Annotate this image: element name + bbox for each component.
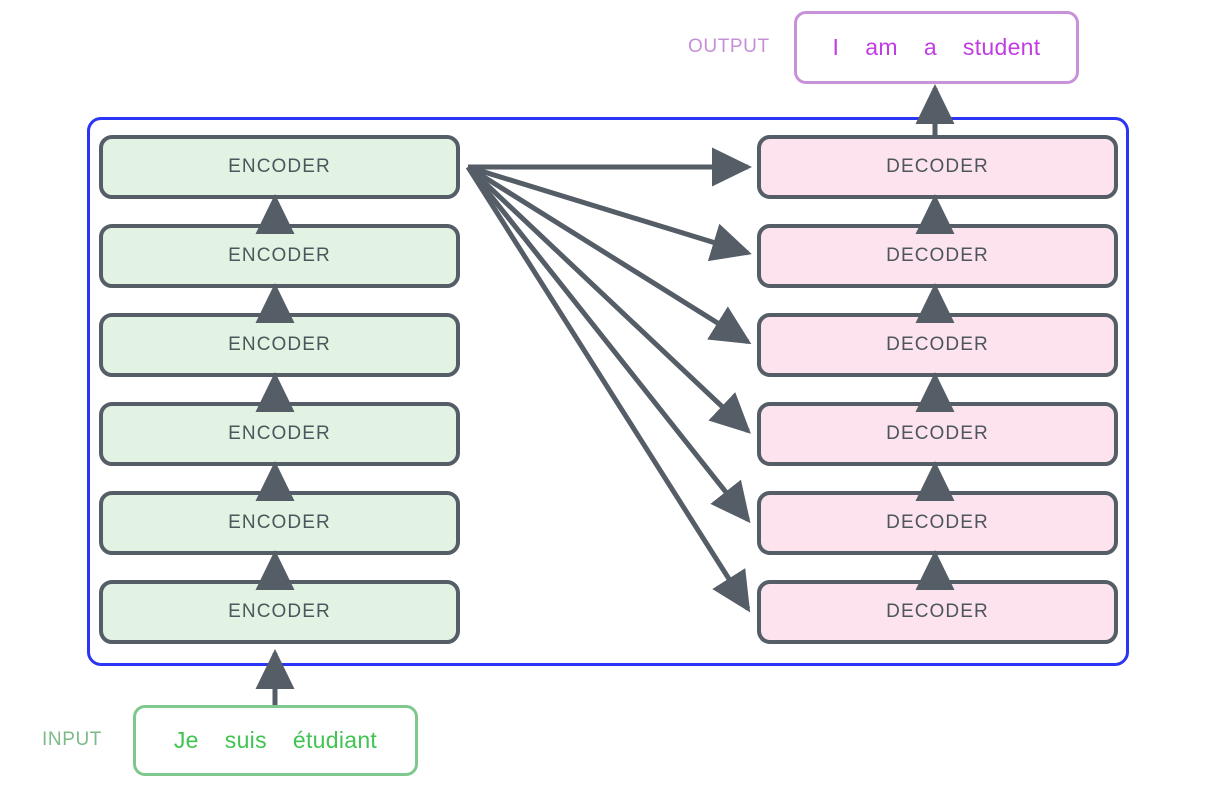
encoder-stack: ENCODER ENCODER ENCODER ENCODER ENCODER …	[99, 135, 460, 644]
encoder-layer-label: ENCODER	[228, 245, 331, 266]
encoder-layer: ENCODER	[99, 491, 460, 555]
output-token: a	[923, 34, 937, 60]
encoder-layer-label: ENCODER	[228, 334, 331, 355]
decoder-layer: DECODER	[757, 224, 1118, 288]
decoder-stack: DECODER DECODER DECODER DECODER DECODER …	[757, 135, 1118, 644]
encoder-layer: ENCODER	[99, 135, 460, 199]
encoder-layer: ENCODER	[99, 224, 460, 288]
output-token: am	[865, 34, 898, 60]
decoder-layer: DECODER	[757, 135, 1118, 199]
encoder-layer-label: ENCODER	[228, 601, 331, 622]
input-token: étudiant	[292, 727, 378, 753]
decoder-layer: DECODER	[757, 580, 1118, 644]
decoder-layer-label: DECODER	[886, 423, 989, 444]
encoder-layer-label: ENCODER	[228, 423, 331, 444]
output-sequence-box: I am a student	[794, 11, 1079, 84]
encoder-layer: ENCODER	[99, 580, 460, 644]
input-sequence-box: Je suis étudiant	[133, 705, 418, 776]
decoder-layer-label: DECODER	[886, 512, 989, 533]
encoder-layer: ENCODER	[99, 402, 460, 466]
encoder-layer: ENCODER	[99, 313, 460, 377]
decoder-layer-label: DECODER	[886, 245, 989, 266]
output-label: OUTPUT	[688, 36, 770, 57]
decoder-layer: DECODER	[757, 491, 1118, 555]
input-token: Je	[173, 727, 199, 753]
input-label: INPUT	[42, 729, 102, 750]
output-token: I	[832, 34, 840, 60]
decoder-layer-label: DECODER	[886, 334, 989, 355]
encoder-layer-label: ENCODER	[228, 512, 331, 533]
decoder-layer: DECODER	[757, 402, 1118, 466]
model-container	[87, 117, 1129, 666]
decoder-layer-label: DECODER	[886, 156, 989, 177]
output-token: student	[962, 34, 1041, 60]
input-token: suis	[224, 727, 267, 753]
decoder-layer-label: DECODER	[886, 601, 989, 622]
decoder-layer: DECODER	[757, 313, 1118, 377]
encoder-layer-label: ENCODER	[228, 156, 331, 177]
